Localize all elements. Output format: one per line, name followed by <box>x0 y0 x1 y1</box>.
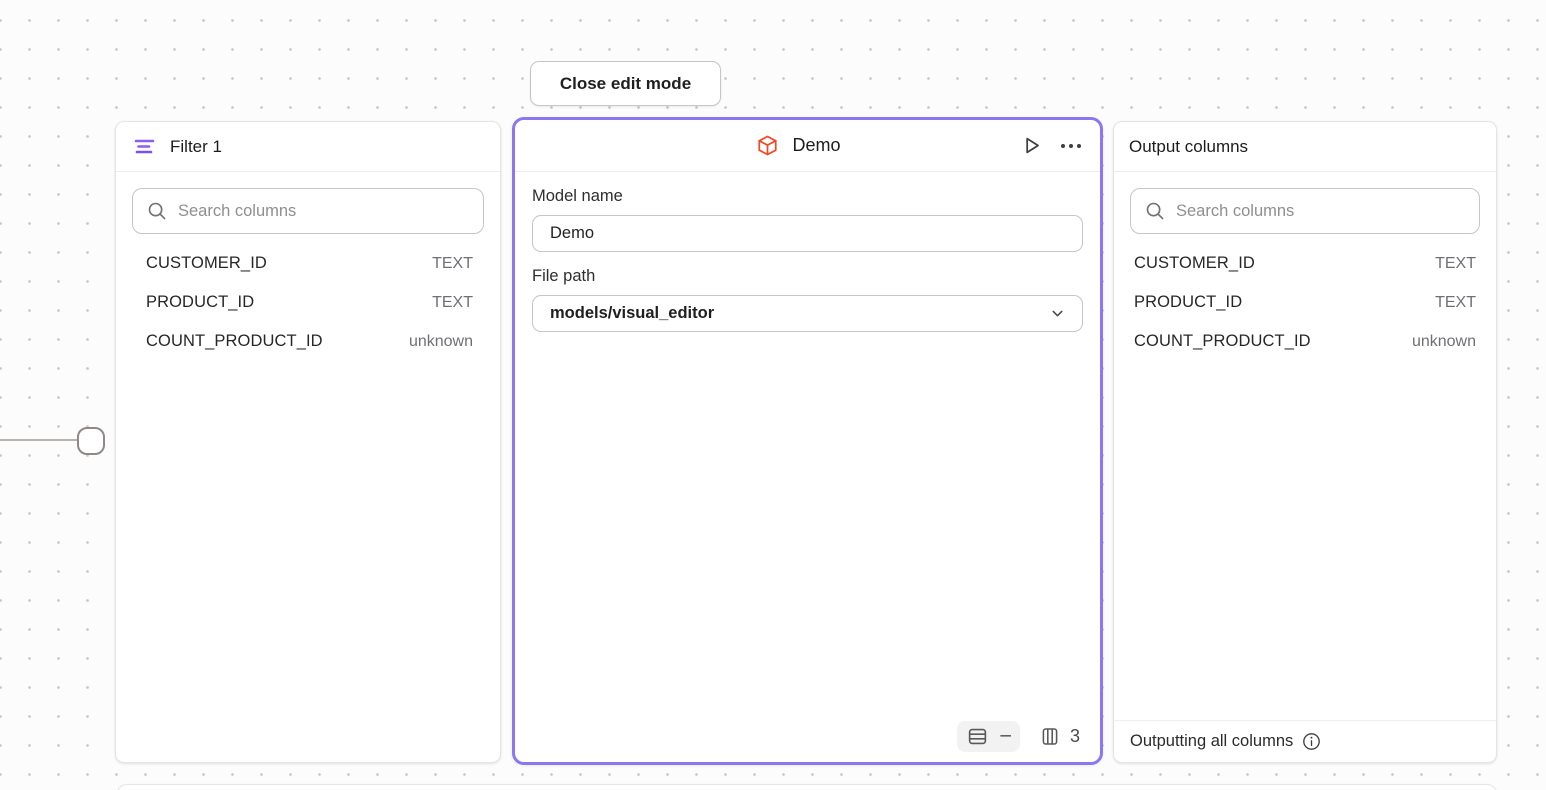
table-rows-icon <box>966 725 989 748</box>
column-row[interactable]: CUSTOMER_ID TEXT <box>130 244 486 283</box>
search-icon <box>147 201 167 221</box>
filter-search-input[interactable] <box>178 201 469 221</box>
row-count-toggle[interactable]: – <box>957 721 1020 752</box>
column-type: TEXT <box>432 254 473 272</box>
output-panel-header: Output columns <box>1114 122 1496 172</box>
output-panel-title: Output columns <box>1129 136 1249 156</box>
output-search-box <box>1130 188 1480 234</box>
chevron-down-icon <box>1050 306 1065 321</box>
column-count-value: 3 <box>1069 726 1080 746</box>
model-name-input[interactable] <box>532 215 1083 252</box>
column-name: COUNT_PRODUCT_ID <box>146 332 323 350</box>
run-model-button[interactable] <box>1020 134 1043 157</box>
column-row[interactable]: COUNT_PRODUCT_ID unknown <box>1128 322 1482 361</box>
play-icon <box>1020 134 1043 157</box>
column-name: CUSTOMER_ID <box>1134 254 1255 272</box>
output-footer-text: Outputting all columns <box>1130 732 1294 750</box>
more-options-button[interactable] <box>1060 143 1082 149</box>
filter-panel-title: Filter 1 <box>170 136 222 156</box>
table-columns-icon <box>1039 725 1061 748</box>
column-count-toggle[interactable]: 3 <box>1039 725 1080 748</box>
filter-search-box <box>132 188 484 234</box>
output-panel-footer: Outputting all columns <box>1114 720 1496 762</box>
model-panel-footer: – 3 <box>957 721 1080 752</box>
model-name-label: Model name <box>532 187 623 205</box>
column-row[interactable]: PRODUCT_ID TEXT <box>1128 283 1482 322</box>
output-column-list: CUSTOMER_ID TEXT PRODUCT_ID TEXT COUNT_P… <box>1128 244 1482 361</box>
bottom-panel <box>117 784 1497 790</box>
file-path-label: File path <box>532 267 596 285</box>
column-row[interactable]: PRODUCT_ID TEXT <box>130 283 486 322</box>
connection-edge <box>0 439 78 441</box>
search-icon <box>1145 201 1165 221</box>
connection-handle[interactable] <box>77 427 105 455</box>
filter-icon <box>134 138 155 155</box>
column-name: COUNT_PRODUCT_ID <box>1134 332 1311 350</box>
model-panel-title: Demo <box>792 135 841 155</box>
info-icon[interactable] <box>1302 732 1321 751</box>
column-type: unknown <box>1411 332 1476 350</box>
column-type: unknown <box>408 332 473 350</box>
filter-node-panel: Filter 1 CUSTOMER_ID TEXT PRODUCT_ID TEX… <box>115 121 501 763</box>
column-type: TEXT <box>432 293 473 311</box>
filter-panel-header[interactable]: Filter 1 <box>116 122 500 172</box>
output-columns-panel: Output columns CUSTOMER_ID TEXT PRODUCT_… <box>1113 121 1497 763</box>
column-name: PRODUCT_ID <box>1134 293 1243 311</box>
file-path-value: models/visual_editor <box>550 304 715 322</box>
column-type: TEXT <box>1435 254 1476 272</box>
filter-column-list: CUSTOMER_ID TEXT PRODUCT_ID TEXT COUNT_P… <box>130 244 486 361</box>
model-panel-body: Model name File path models/visual_edito… <box>515 172 1100 332</box>
column-name: PRODUCT_ID <box>146 293 255 311</box>
column-row[interactable]: COUNT_PRODUCT_ID unknown <box>130 322 486 361</box>
column-name: CUSTOMER_ID <box>146 254 267 272</box>
row-count-value: – <box>1000 724 1011 746</box>
output-search-input[interactable] <box>1176 201 1465 221</box>
model-node-panel[interactable]: Demo <box>512 117 1103 765</box>
model-header-title-group: Demo <box>591 134 1006 157</box>
file-path-select[interactable]: models/visual_editor <box>532 295 1083 332</box>
model-header-actions <box>1006 134 1082 157</box>
column-type: TEXT <box>1435 293 1476 311</box>
model-cube-icon <box>756 134 779 157</box>
column-row[interactable]: CUSTOMER_ID TEXT <box>1128 244 1482 283</box>
model-panel-header[interactable]: Demo <box>515 120 1100 172</box>
ellipsis-icon <box>1060 143 1082 149</box>
close-edit-mode-button[interactable]: Close edit mode <box>530 61 721 106</box>
